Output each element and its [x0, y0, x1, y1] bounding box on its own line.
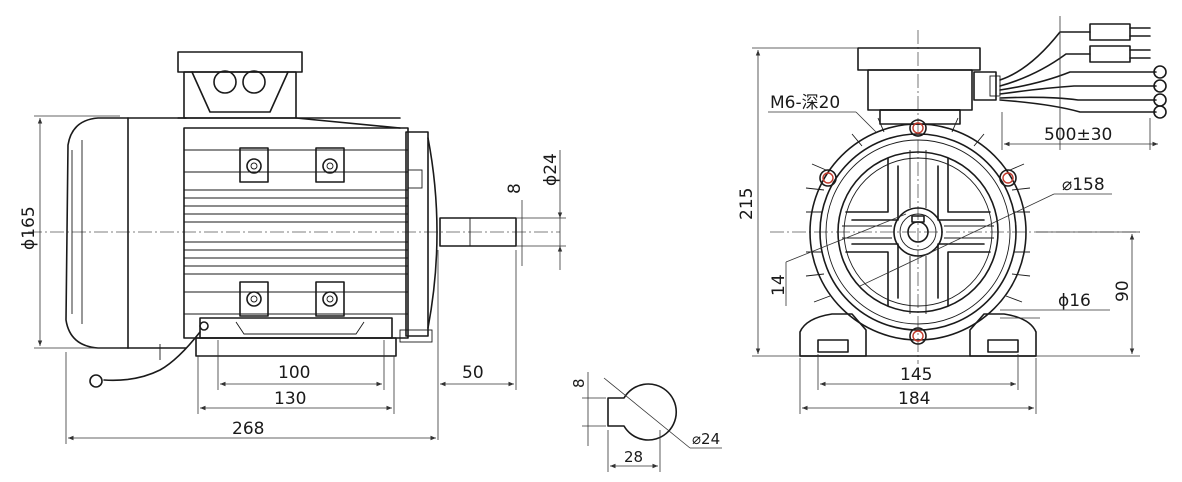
dim-shaft: ϕ24 8 — [505, 150, 566, 270]
upper-bolts — [239, 147, 345, 183]
dim-phi165: ϕ165 — [19, 115, 120, 349]
label-268: 268 — [232, 419, 264, 439]
label-shaft-phi24: ϕ24 — [541, 153, 561, 186]
dim-16: ϕ16 — [1000, 291, 1110, 319]
dim-50: 50 — [437, 250, 517, 440]
label-phi165: ϕ165 — [19, 206, 39, 250]
fan-vanes — [842, 150, 994, 314]
dim-184: 184 — [799, 358, 1037, 414]
dim-145: 145 — [817, 354, 1019, 390]
flange-158 — [837, 151, 999, 313]
label-section-8: 8 — [570, 378, 588, 388]
front-terminal-box — [857, 47, 1001, 125]
shaft-section: 8 28 ⌀24 — [570, 372, 722, 472]
lower-bolts — [239, 281, 345, 317]
label-145: 145 — [900, 365, 932, 385]
label-184: 184 — [898, 389, 930, 409]
label-section-dia24: ⌀24 — [692, 430, 720, 448]
dim-130: 130 — [197, 356, 395, 414]
label-158: ⌀158 — [1062, 175, 1105, 195]
mounting-feet — [195, 317, 433, 357]
front-feet — [799, 313, 1037, 357]
frame-outer — [809, 123, 1027, 341]
dim-14: 14 — [769, 213, 907, 306]
cooling-fins — [184, 149, 408, 315]
fan-cover — [65, 117, 129, 349]
front-fins — [805, 117, 1031, 303]
dim-lead: 500±30 — [1001, 112, 1158, 150]
terminal-box — [177, 51, 401, 129]
lead-wires — [999, 16, 1167, 150]
label-thread: M6-深20 — [770, 93, 840, 113]
label-lead-length: 500±30 — [1044, 125, 1112, 145]
label-100: 100 — [278, 363, 310, 383]
label-phi16: ϕ16 — [1058, 291, 1091, 311]
dim-thread: M6-深20 — [768, 93, 877, 133]
label-50: 50 — [462, 363, 484, 383]
label-14: 14 — [769, 274, 789, 296]
motor-body — [183, 127, 409, 339]
label-key-8: 8 — [505, 183, 525, 194]
dim-215: 215 — [737, 47, 858, 357]
label-215: 215 — [737, 188, 757, 220]
dim-90: 90 — [1036, 231, 1140, 357]
front-view: 500±30 215 M6-深20 ⌀158 ϕ16 — [737, 16, 1167, 414]
shaft-circle — [607, 383, 678, 441]
label-90: 90 — [1113, 280, 1133, 302]
front-shaft — [893, 207, 943, 257]
label-section-28: 28 — [624, 448, 643, 466]
dim-268: 268 — [65, 352, 436, 444]
ground-wire — [89, 321, 209, 388]
dim-100: 100 — [217, 340, 385, 390]
drive-end-shield — [405, 131, 438, 337]
shaft — [439, 217, 517, 247]
dim-158: ⌀158 — [859, 175, 1112, 287]
label-130: 130 — [274, 389, 306, 409]
flange-bolt-holes — [819, 119, 1017, 345]
side-view: ϕ165 ϕ24 8 100 130 — [19, 51, 566, 444]
